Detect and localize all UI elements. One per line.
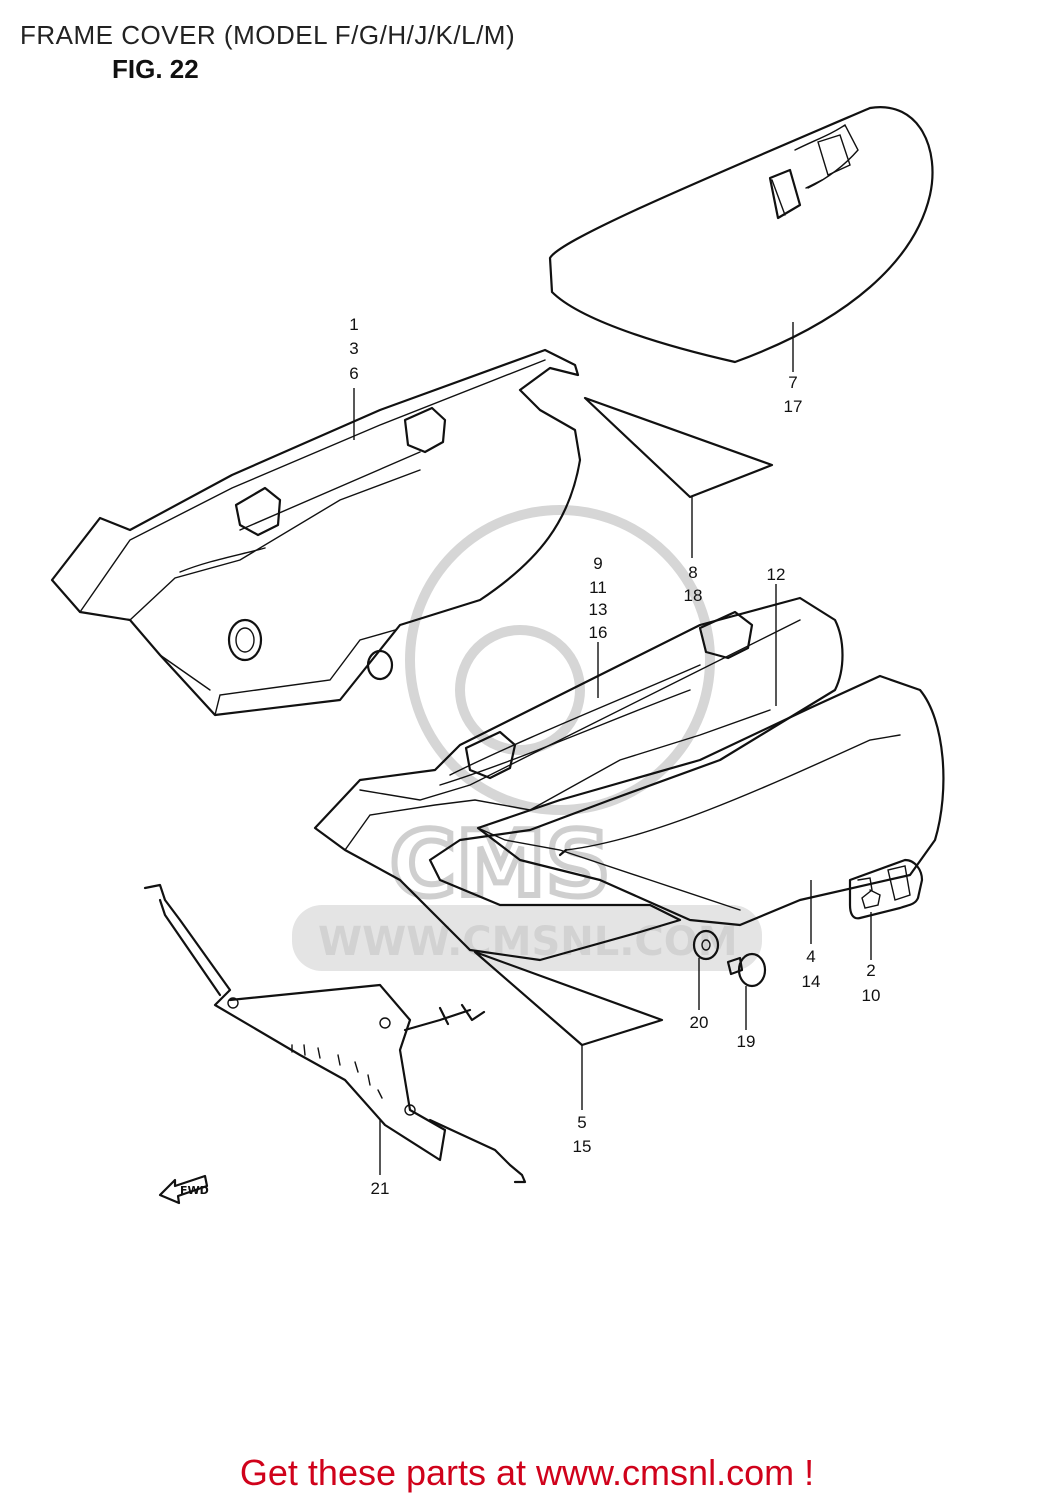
figure-number: FIG. 22 — [112, 54, 199, 84]
callout-4-14: 4 14 — [802, 947, 821, 991]
callout-number: 2 — [866, 961, 875, 980]
part-decal-triangle-upper[interactable] — [583, 396, 774, 499]
callout-2-10: 2 10 — [862, 961, 881, 1005]
callout-number: 1 — [349, 315, 358, 334]
watermark: CMS WWW.CMSNL.COM — [292, 505, 762, 971]
callout-number: 13 — [589, 600, 608, 619]
part-seat-cover[interactable] — [548, 106, 934, 364]
callout-9-11-13-16: 9 11 13 16 — [589, 554, 608, 642]
callout-7-17: 7 17 — [784, 373, 803, 416]
page-title: FRAME COVER (MODEL F/G/H/J/K/L/M) — [20, 20, 516, 50]
callout-number: 17 — [784, 397, 803, 416]
callout-number: 18 — [684, 586, 703, 605]
callout-number: 14 — [802, 972, 821, 991]
part-bracket[interactable] — [143, 883, 527, 1184]
callout-number: 19 — [737, 1032, 756, 1051]
callout-1-3-6: 1 3 6 — [349, 315, 358, 383]
callout-number: 6 — [349, 364, 358, 383]
callout-number: 12 — [767, 565, 786, 584]
callout-number: 9 — [593, 554, 602, 573]
callout-number: 4 — [806, 947, 815, 966]
callout-number: 20 — [690, 1013, 709, 1032]
callout-number: 15 — [573, 1137, 592, 1156]
callout-number: 5 — [577, 1113, 586, 1132]
callout-number: 8 — [688, 563, 697, 582]
part-side-cover[interactable] — [476, 674, 945, 927]
callout-number: 16 — [589, 623, 608, 642]
callout-19: 19 — [737, 1032, 756, 1051]
callout-number: 11 — [589, 578, 607, 597]
leader-lines — [353, 322, 872, 1175]
fwd-arrow: FWD — [158, 1174, 209, 1205]
callout-21: 21 — [371, 1179, 390, 1198]
callout-number: 21 — [371, 1179, 390, 1198]
fwd-arrow-label: FWD — [180, 1184, 209, 1197]
callout-20: 20 — [690, 1013, 709, 1032]
part-emblem-80[interactable] — [848, 858, 924, 920]
callout-8-18: 8 18 — [684, 563, 703, 605]
part-washer[interactable] — [692, 929, 720, 961]
callout-5-15: 5 15 — [573, 1113, 592, 1156]
callout-number: 7 — [788, 373, 797, 392]
part-frame-cover-left[interactable] — [50, 348, 582, 717]
callout-number: 10 — [862, 986, 881, 1005]
part-screw[interactable] — [726, 952, 767, 988]
callout-number: 3 — [349, 339, 358, 358]
footer-link[interactable]: Get these parts at www.cmsnl.com ! — [239, 1452, 815, 1493]
part-frame-cover-right[interactable] — [313, 596, 844, 962]
part-decal-triangle-lower[interactable] — [473, 950, 664, 1047]
watermark-logo: CMS — [390, 812, 610, 917]
parts-diagram: CMS WWW.CMSNL.COM — [50, 106, 945, 1205]
callout-12: 12 — [767, 565, 786, 584]
